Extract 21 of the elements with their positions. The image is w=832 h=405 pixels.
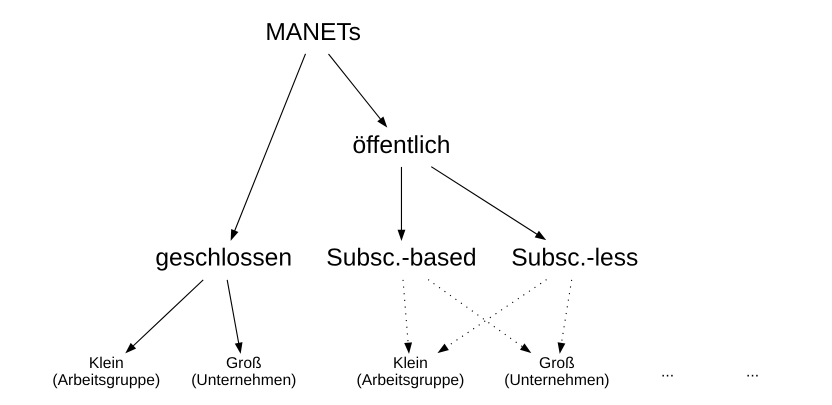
node-text: Klein (Arbeitsgruppe) [52, 354, 160, 388]
arrow [226, 279, 242, 354]
label: ... [746, 363, 760, 380]
node-text: Subsc.-based [326, 244, 477, 272]
arrow [428, 278, 532, 353]
node-text: geschlossen [155, 244, 292, 272]
arrow [125, 278, 204, 353]
label: ... [661, 363, 674, 380]
arrow [558, 279, 572, 354]
arrow [328, 53, 388, 128]
node-text: Subsc.-less [511, 244, 638, 272]
node-text: MANETs [265, 18, 361, 46]
node-text: öffentlich [352, 131, 450, 158]
node-text: Klein (Arbeitsgruppe) [356, 354, 464, 388]
node-text: Groß (Unternehmen) [504, 354, 610, 388]
arrow [402, 279, 412, 354]
node-text: Groß (Unternehmen) [191, 354, 296, 388]
arrow [230, 53, 306, 240]
arrow [398, 166, 406, 240]
arrow [430, 166, 546, 240]
arrow [437, 278, 547, 353]
